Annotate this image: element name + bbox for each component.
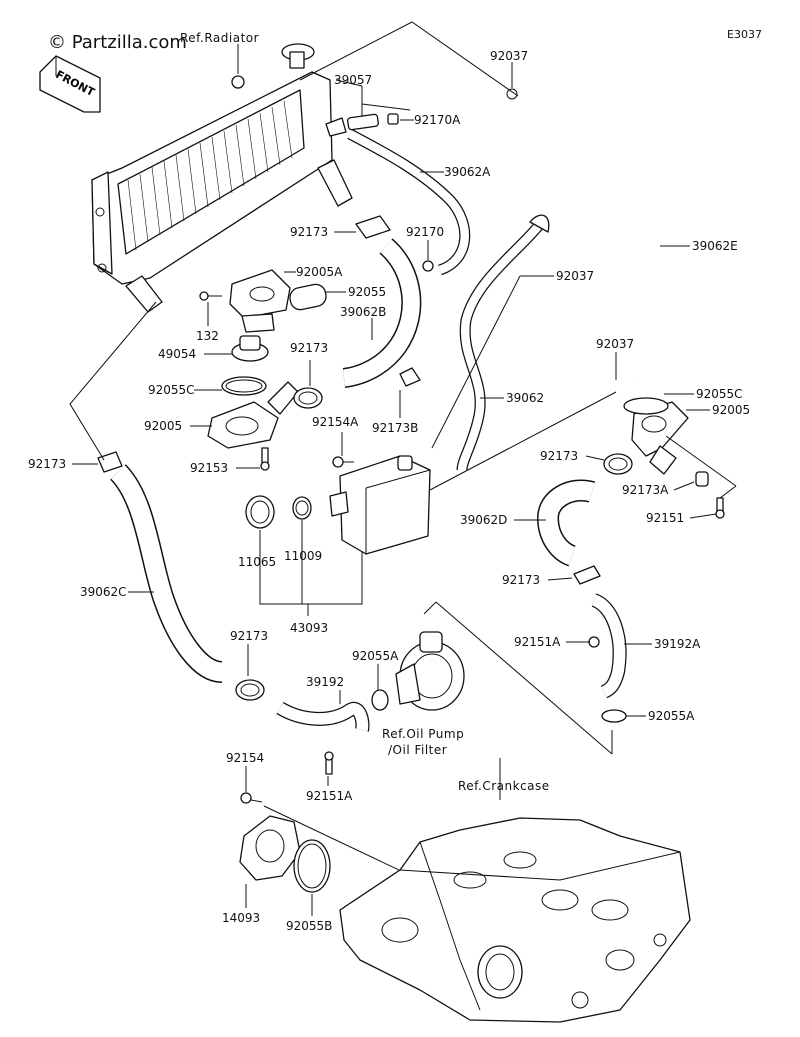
label-92173A[interactable]: 92173A (622, 483, 669, 497)
label-39062B[interactable]: 39062B (340, 305, 386, 319)
diagram-code: E3037 (727, 28, 762, 41)
ref-oil-filter: /Oil Filter (388, 743, 447, 757)
label-92173[interactable]: 92173 (230, 629, 268, 643)
label-11065[interactable]: 11065 (238, 555, 276, 569)
crankcase (339, 817, 691, 1023)
label-92055B[interactable]: 92055B (286, 919, 332, 933)
label-92151[interactable]: 92151 (646, 511, 684, 525)
label-11009[interactable]: 11009 (284, 549, 322, 563)
label-39062[interactable]: 39062 (506, 391, 544, 405)
label-92055[interactable]: 92055 (348, 285, 386, 299)
label-92055C[interactable]: 92055C (148, 383, 195, 397)
watermark-text: © Partzilla.com (48, 32, 187, 53)
label-132[interactable]: 132 (196, 329, 219, 343)
label-92055C[interactable]: 92055C (696, 387, 743, 401)
ref-radiator: Ref.Radiator (180, 31, 259, 45)
label-92154[interactable]: 92154 (226, 751, 264, 765)
label-92151A[interactable]: 92151A (306, 789, 353, 803)
ref-oil-pump: Ref.Oil Pump (382, 727, 464, 741)
label-92055A[interactable]: 92055A (648, 709, 695, 723)
front-arrow-icon: FRONT (39, 55, 101, 113)
pump-cover (239, 815, 301, 881)
label-43093[interactable]: 43093 (290, 621, 328, 635)
label-39192[interactable]: 39192 (306, 675, 344, 689)
label-92037[interactable]: 92037 (490, 49, 528, 63)
right-water-pipe (631, 401, 689, 475)
label-92173[interactable]: 92173 (290, 225, 328, 239)
ref-crankcase: Ref.Crankcase (458, 779, 550, 793)
label-39192A[interactable]: 39192A (654, 637, 701, 651)
label-92005[interactable]: 92005 (144, 419, 182, 433)
label-92173B[interactable]: 92173B (372, 421, 418, 435)
label-92170A[interactable]: 92170A (414, 113, 461, 127)
label-49054[interactable]: 49054 (158, 347, 196, 361)
label-92153[interactable]: 92153 (190, 461, 228, 475)
label-92154A[interactable]: 92154A (312, 415, 359, 429)
label-92151A[interactable]: 92151A (514, 635, 561, 649)
label-92173[interactable]: 92173 (502, 573, 540, 587)
label-92173[interactable]: 92173 (540, 449, 578, 463)
label-92037[interactable]: 92037 (556, 269, 594, 283)
label-92170[interactable]: 92170 (406, 225, 444, 239)
label-39062A[interactable]: 39062A (444, 165, 491, 179)
thermostat-cover (229, 269, 291, 333)
water-outlet-housing (207, 381, 299, 449)
label-39062E[interactable]: 39062E (692, 239, 738, 253)
label-39062C[interactable]: 39062C (80, 585, 127, 599)
reservoir-tank (329, 455, 431, 555)
label-14093[interactable]: 14093 (222, 911, 260, 925)
label-92037[interactable]: 92037 (596, 337, 634, 351)
label-39057[interactable]: 39057 (334, 73, 372, 87)
label-92005A[interactable]: 92005A (296, 265, 343, 279)
label-92055A[interactable]: 92055A (352, 649, 399, 663)
radiator-body (91, 43, 353, 313)
label-92005[interactable]: 92005 (712, 403, 750, 417)
water-pump (395, 631, 465, 711)
label-92173[interactable]: 92173 (28, 457, 66, 471)
label-92173[interactable]: 92173 (290, 341, 328, 355)
label-39062D[interactable]: 39062D (460, 513, 507, 527)
